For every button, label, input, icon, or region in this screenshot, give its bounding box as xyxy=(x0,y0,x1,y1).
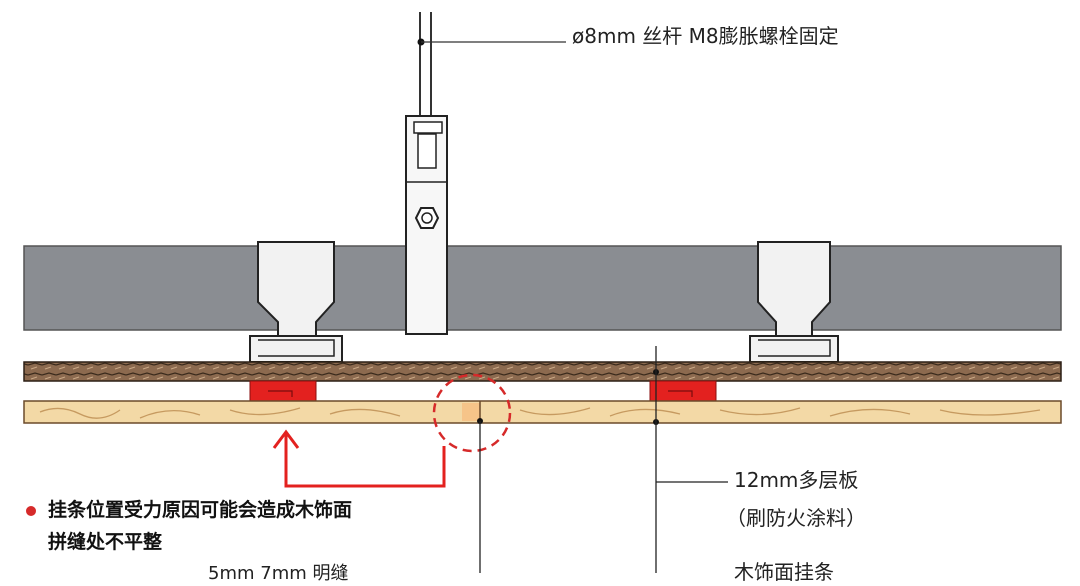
clip-right xyxy=(749,241,839,363)
leader-line-plywood xyxy=(653,346,728,573)
plywood-board xyxy=(23,361,1062,382)
leader-line-joint xyxy=(477,418,483,573)
note-line-2: 拼缝处不平整 xyxy=(48,531,163,553)
red-arrow-icon xyxy=(272,429,446,488)
clip-left xyxy=(249,241,343,363)
rod-label: ø8mm 丝杆 M8膨胀螺栓固定 xyxy=(572,24,839,48)
wood-strip-label: 木饰面挂条 xyxy=(734,560,834,584)
threaded-rod xyxy=(419,12,432,122)
plywood-label: 12mm多层板 xyxy=(734,468,859,492)
joint-highlight-circle xyxy=(432,373,512,453)
rod-leader-line xyxy=(417,38,566,46)
plywood-coating-label: （刷防火涂料） xyxy=(726,506,866,530)
main-keel xyxy=(23,245,1062,331)
wood-veneer xyxy=(23,400,1062,424)
joint-label: 5mm 7mm 明缝 xyxy=(208,563,349,584)
ceiling-section-diagram xyxy=(23,12,1062,573)
note-bullet-icon xyxy=(26,506,36,516)
hex-nut-icon xyxy=(414,207,440,229)
note-line-1: 挂条位置受力原因可能会造成木饰面 xyxy=(48,499,353,521)
